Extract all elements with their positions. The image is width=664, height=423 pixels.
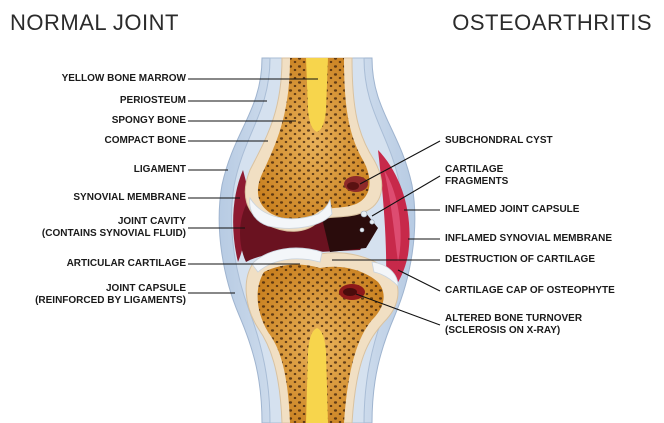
lower-yellow-marrow xyxy=(306,328,328,423)
label-subchondral-cyst: SUBCHONDRAL CYST xyxy=(445,135,553,147)
label-cartilage-cap-of-osteophyte: CARTILAGE CAP OF OSTEOPHYTE xyxy=(445,285,615,297)
label-inflamed-synovial-membrane: INFLAMED SYNOVIAL MEMBRANE xyxy=(445,233,612,245)
label-compact-bone: COMPACT BONE xyxy=(105,135,186,147)
label-ligament: LIGAMENT xyxy=(134,164,186,176)
label-joint-cavity: JOINT CAVITY(CONTAINS SYNOVIAL FLUID) xyxy=(42,216,186,240)
label-inflamed-joint-capsule: INFLAMED JOINT CAPSULE xyxy=(445,204,579,216)
cartilage-fragment xyxy=(361,211,367,217)
label-yellow-bone-marrow: YELLOW BONE MARROW xyxy=(62,73,186,85)
label-joint-capsule: JOINT CAPSULE(REINFORCED BY LIGAMENTS) xyxy=(35,283,186,307)
label-articular-cartilage: ARTICULAR CARTILAGE xyxy=(67,258,186,270)
cartilage-fragment xyxy=(370,220,374,224)
label-synovial-membrane: SYNOVIAL MEMBRANE xyxy=(73,192,186,204)
label-destruction-of-cartilage: DESTRUCTION OF CARTILAGE xyxy=(445,254,595,266)
label-spongy-bone: SPONGY BONE xyxy=(112,115,186,127)
cartilage-fragment xyxy=(360,228,364,232)
label-periosteum: PERIOSTEUM xyxy=(120,95,186,107)
label-altered-bone-turnover: ALTERED BONE TURNOVER(SCLEROSIS ON X-RAY… xyxy=(445,313,582,337)
